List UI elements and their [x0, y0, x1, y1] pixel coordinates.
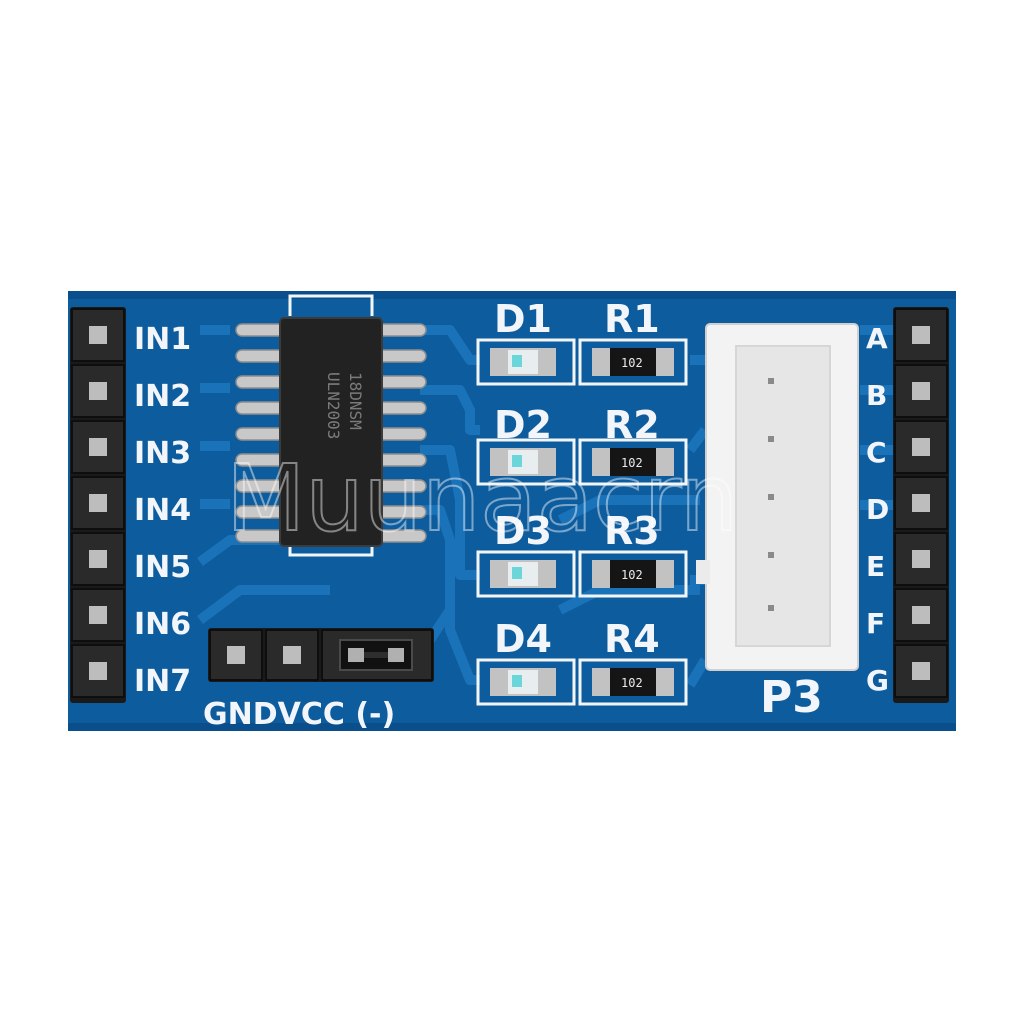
label-r3: R3	[604, 509, 660, 553]
label-out-c: C	[866, 436, 887, 469]
label-in4: IN4	[134, 493, 191, 528]
label-r1: R1	[604, 297, 660, 341]
chip-marking-line2: ULN2003	[324, 372, 343, 439]
label-in5: IN5	[134, 550, 191, 585]
input-pin-header	[70, 307, 126, 703]
resistor-r1: 102	[578, 338, 688, 386]
label-d4: D4	[494, 617, 552, 661]
led-d3	[476, 550, 576, 598]
power-jumper-header	[208, 628, 434, 682]
resistor-r3: 102	[578, 550, 688, 598]
label-out-e: E	[866, 550, 885, 583]
resistor-r4: 102	[578, 658, 688, 706]
led-d2	[476, 438, 576, 486]
led-d4	[476, 658, 576, 706]
label-in3: IN3	[134, 436, 191, 471]
jumper-cap	[339, 639, 413, 671]
label-out-a: A	[866, 322, 888, 355]
led-d1	[476, 338, 576, 386]
uln2003-chip: 18DNSM ULN2003	[279, 317, 383, 547]
label-out-f: F	[866, 607, 885, 640]
resistor-r2: 102	[578, 438, 688, 486]
resistor-r4-code: 102	[621, 676, 643, 690]
label-power: GNDVCC (-)	[203, 697, 395, 732]
resistor-r1-code: 102	[621, 356, 643, 370]
label-d2: D2	[494, 403, 552, 447]
label-p3: P3	[760, 672, 823, 723]
label-in1: IN1	[134, 322, 191, 357]
label-d3: D3	[494, 509, 552, 553]
label-in6: IN6	[134, 607, 191, 642]
resistor-column: 102 102 102 102	[578, 338, 688, 706]
p3-connector	[696, 323, 859, 671]
label-r2: R2	[604, 403, 660, 447]
label-out-d: D	[866, 493, 889, 526]
led-column	[476, 338, 576, 706]
label-out-g: G	[866, 664, 889, 697]
chip-marking-line1: 18DNSM	[346, 372, 365, 430]
output-pin-header	[893, 307, 949, 703]
resistor-r2-code: 102	[621, 456, 643, 470]
resistor-r3-code: 102	[621, 568, 643, 582]
label-d1: D1	[494, 297, 552, 341]
label-in2: IN2	[134, 379, 191, 414]
watermark: Muunaacrn	[226, 445, 738, 552]
label-in7: IN7	[134, 664, 191, 699]
label-r4: R4	[604, 617, 660, 661]
label-out-b: B	[866, 379, 887, 412]
